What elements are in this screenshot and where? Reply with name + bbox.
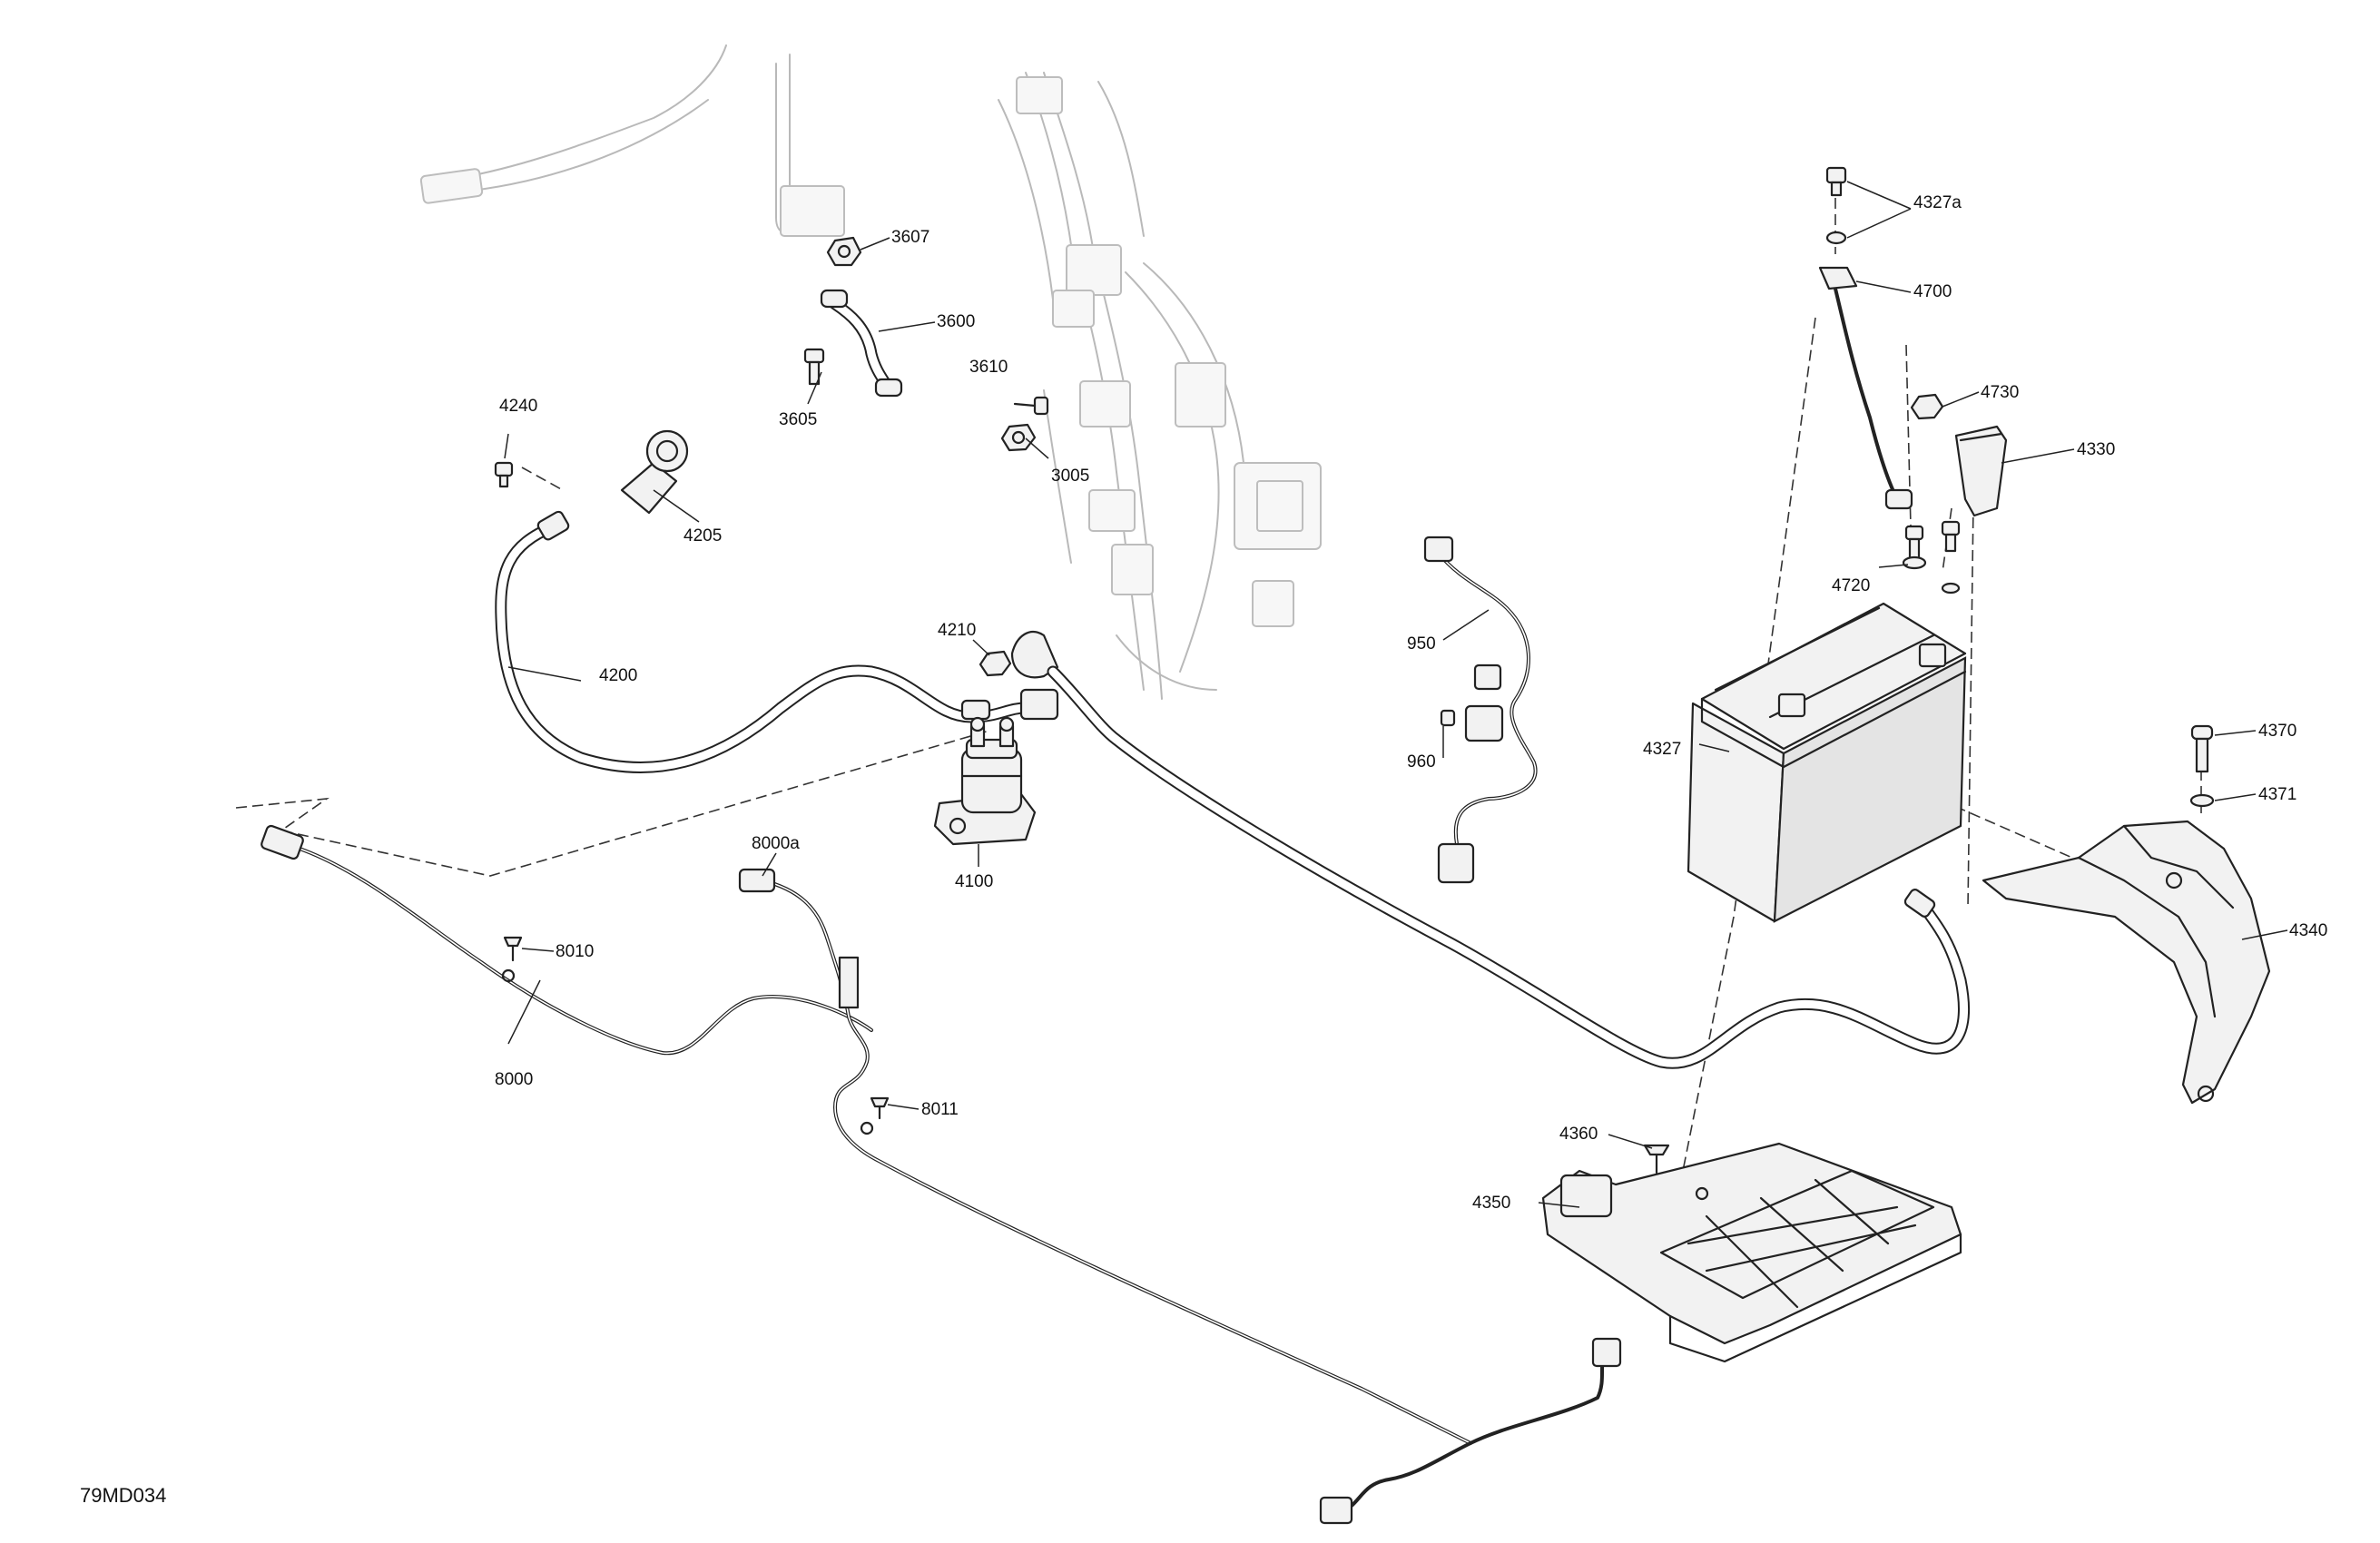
- callout-4730: 4730: [1981, 383, 2019, 402]
- callout-4330: 4330: [2077, 440, 2115, 459]
- terminal-cover-4330: [1954, 425, 2008, 517]
- leader-lines: [504, 181, 2288, 1208]
- battery-tray-4350: [1541, 1142, 1962, 1363]
- callout-4371: 4371: [2258, 785, 2296, 804]
- callout-8011: 8011: [921, 1100, 959, 1119]
- callout-3605: 3605: [779, 410, 817, 429]
- bracket-4340: [1982, 820, 2271, 1105]
- callout-labels: 3607 3600 3610 3605 3005 4240 4205 4200 …: [495, 193, 2327, 1213]
- nut-3005: [1000, 423, 1037, 452]
- diagram-reference-code: 79MD034: [80, 1484, 166, 1507]
- callout-3005: 3005: [1051, 467, 1089, 486]
- battery-4327: [1687, 602, 1967, 923]
- screw-4240: [494, 461, 514, 488]
- boot-4205: [620, 429, 689, 515]
- screw-4327a: [1825, 166, 1847, 245]
- harness-8000: [261, 824, 873, 1056]
- callout-8000a: 8000a: [752, 834, 800, 853]
- bolt-4370: [2190, 724, 2214, 773]
- nut-4730: [1910, 393, 1944, 420]
- harness-8000a: [738, 868, 1622, 1525]
- callout-3607: 3607: [891, 228, 929, 247]
- nut-3607: [826, 236, 862, 267]
- callout-8000: 8000: [495, 1070, 533, 1089]
- ghost-main-harness: [419, 44, 1322, 700]
- callout-4350: 4350: [1472, 1194, 1510, 1213]
- solenoid-to-battery-cable: [1010, 631, 1970, 1069]
- screw-960: [1440, 709, 1456, 727]
- screw-4720-right: [1941, 520, 1961, 595]
- bolt-3605: [803, 348, 825, 386]
- fastener-8010: [503, 936, 523, 962]
- callout-4200: 4200: [599, 666, 637, 685]
- callout-4370: 4370: [2258, 722, 2296, 741]
- callout-4240: 4240: [499, 397, 537, 416]
- callout-4327: 4327: [1643, 740, 1681, 759]
- relay-harness-950: [1423, 536, 1538, 884]
- callout-4327a: 4327a: [1913, 193, 1962, 212]
- callout-4360: 4360: [1559, 1125, 1598, 1144]
- callout-4700: 4700: [1913, 282, 1952, 301]
- callout-3600: 3600: [937, 312, 975, 331]
- solenoid-4100: [933, 716, 1037, 846]
- callout-3610: 3610: [969, 358, 1008, 377]
- callout-4340: 4340: [2289, 921, 2327, 940]
- callout-4100: 4100: [955, 872, 993, 891]
- ground-strap-3600: [820, 289, 903, 398]
- callout-960: 960: [1407, 752, 1436, 772]
- callout-4205: 4205: [684, 526, 722, 545]
- fastener-8011: [870, 1096, 890, 1120]
- callout-4720: 4720: [1832, 576, 1870, 595]
- callout-8010: 8010: [556, 942, 594, 961]
- negative-cable-4700: [1818, 266, 1913, 510]
- washer-4371: [2189, 793, 2215, 808]
- positive-cable-4200: [495, 510, 1059, 773]
- bolt-4720: [1902, 525, 1927, 570]
- callout-4210: 4210: [938, 621, 976, 640]
- nut-4210: [979, 650, 1012, 677]
- callout-950: 950: [1407, 634, 1436, 654]
- screw-4360: [1643, 1144, 1670, 1174]
